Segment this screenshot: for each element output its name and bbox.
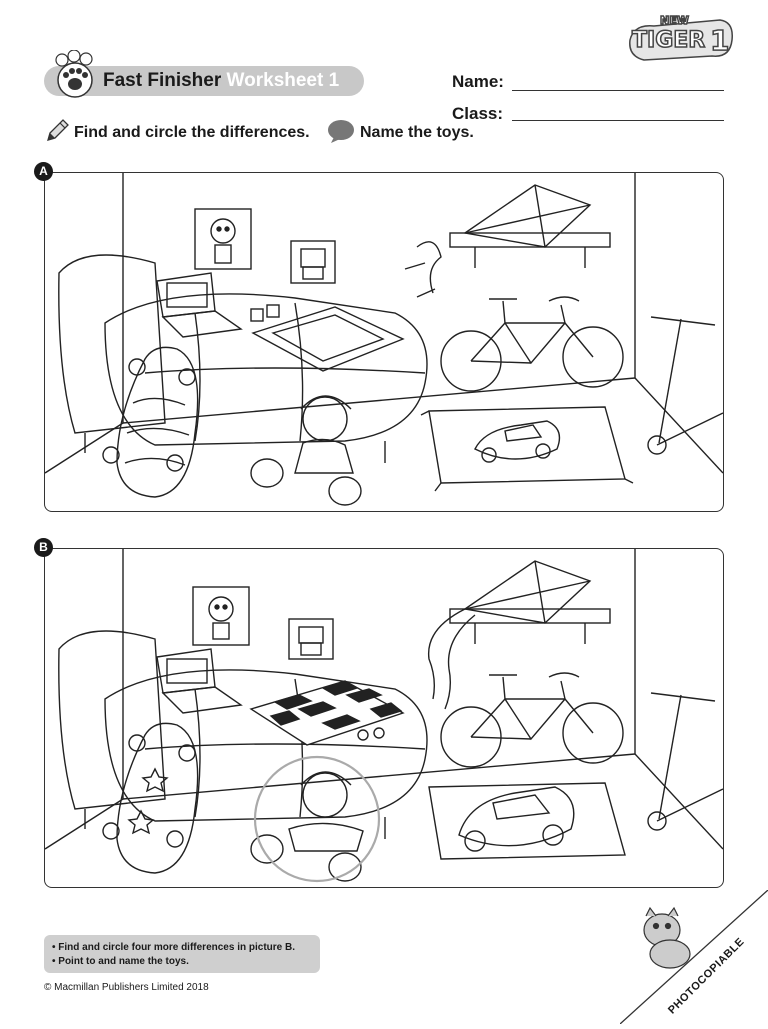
instruction-circle: Find and circle the differences. bbox=[74, 124, 310, 141]
name-field[interactable] bbox=[512, 90, 724, 91]
toy-car-b bbox=[458, 786, 575, 852]
robot-poster-b bbox=[288, 618, 334, 660]
title-worksheet: Worksheet 1 bbox=[226, 70, 340, 91]
skateboard-b bbox=[102, 722, 199, 874]
speech-bubble-icon bbox=[326, 118, 356, 144]
laptop-b bbox=[156, 648, 243, 714]
logo-tiger: TIGER bbox=[631, 27, 706, 54]
class-field[interactable] bbox=[512, 120, 724, 121]
class-label: Class: bbox=[452, 104, 504, 123]
kite bbox=[449, 184, 611, 268]
tiger-mascot-icon bbox=[632, 906, 702, 974]
panel-a-badge: A bbox=[34, 162, 53, 181]
room-scene-b bbox=[45, 549, 723, 883]
logo-new: NEW bbox=[659, 13, 689, 28]
pencil-icon bbox=[44, 118, 70, 144]
kite-b bbox=[427, 560, 611, 710]
panel-b-badge: B bbox=[34, 538, 53, 557]
rug-b bbox=[428, 782, 626, 860]
bed bbox=[58, 254, 428, 463]
worksheet-title: Fast Finisher Worksheet 1 bbox=[103, 68, 339, 94]
alien-poster bbox=[194, 208, 252, 270]
rug bbox=[420, 406, 634, 492]
photocopiable-band bbox=[619, 889, 768, 1025]
footer-instruction-1: • Find and circle four more differences … bbox=[52, 942, 295, 953]
room-scene-a bbox=[45, 173, 723, 506]
footer-instruction-2: • Point to and name the toys. bbox=[52, 956, 189, 967]
logo-number: 1 bbox=[709, 23, 730, 58]
skateboard bbox=[102, 346, 199, 498]
scooter bbox=[647, 316, 723, 455]
doll-b bbox=[250, 771, 364, 882]
brand-logo: NEW TIGER 1 bbox=[624, 10, 736, 64]
instruction-name: Name the toys. bbox=[360, 124, 474, 141]
doll bbox=[250, 395, 362, 506]
scooter-b bbox=[647, 692, 723, 831]
name-label: Name: bbox=[452, 72, 504, 91]
bicycle bbox=[440, 296, 624, 392]
toy-car bbox=[474, 420, 561, 463]
paw-icon bbox=[50, 49, 100, 100]
example-answer-circle bbox=[253, 755, 381, 883]
bicycle-b bbox=[440, 672, 624, 768]
copyright: © Macmillan Publishers Limited 2018 bbox=[44, 982, 209, 993]
title-banner bbox=[44, 66, 364, 96]
board-game bbox=[251, 306, 405, 372]
logo-badge-shape bbox=[629, 19, 733, 61]
bed-b bbox=[58, 630, 428, 839]
laptop bbox=[156, 272, 243, 338]
instructions-box bbox=[44, 935, 320, 973]
picture-a bbox=[44, 172, 724, 512]
robot-poster bbox=[290, 240, 336, 284]
alien-poster-b bbox=[192, 586, 250, 646]
title-fast-finisher: Fast Finisher bbox=[103, 70, 222, 91]
photocopiable-corner bbox=[619, 889, 768, 1025]
checkerboard[interactable] bbox=[249, 680, 405, 746]
picture-b[interactable] bbox=[44, 548, 724, 888]
